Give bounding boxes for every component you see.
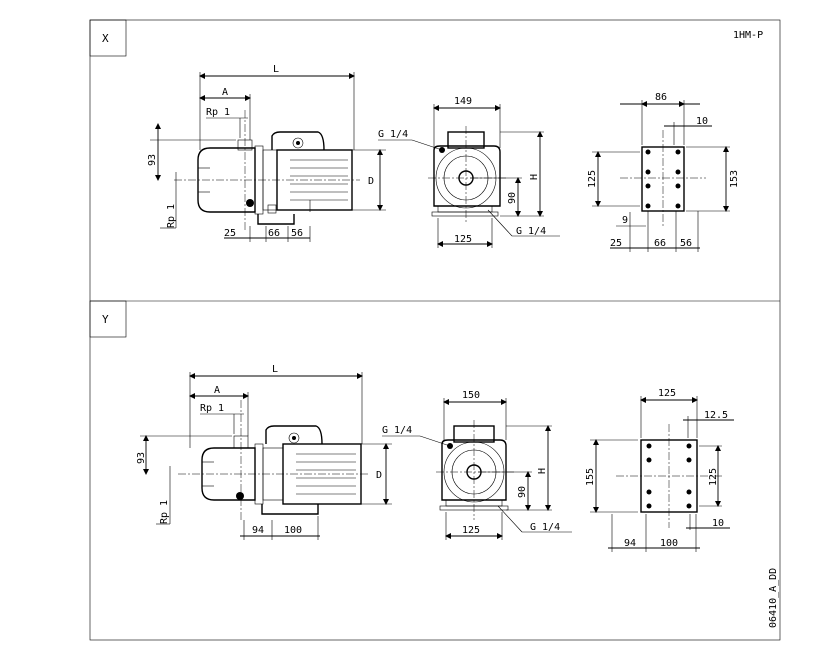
x-dim-A: A	[222, 87, 228, 98]
x-dim-90: 90	[507, 192, 518, 204]
x-dim-H: H	[529, 174, 540, 180]
y-dim-94: 94	[252, 525, 264, 536]
x-front-view	[428, 126, 506, 224]
y-dim-p10: 10	[712, 518, 724, 529]
y-label-g-top: G 1/4	[382, 425, 412, 436]
y-dim-p125: 125	[658, 388, 676, 399]
x-dim-9: 9	[622, 215, 628, 226]
x-label-g-top: G 1/4	[378, 129, 408, 140]
x-plan-view	[620, 130, 706, 226]
y-dim-H: H	[537, 468, 548, 474]
x-dim-p25: 25	[610, 238, 622, 249]
y-dim-h125: 125	[708, 468, 719, 486]
y-dim-p100: 100	[660, 538, 678, 549]
x-label-rp-left: Rp 1	[166, 204, 177, 228]
x-side-view	[174, 110, 360, 232]
y-label-rp-top: Rp 1	[200, 403, 224, 414]
y-dim-p94: 94	[624, 538, 636, 549]
x-dim-66: 66	[268, 228, 280, 239]
x-dim-10: 10	[696, 116, 708, 127]
y-dim-90: 90	[517, 486, 528, 498]
y-front-dims	[382, 398, 572, 540]
y-front-view	[436, 420, 514, 520]
x-label-g-bot: G 1/4	[516, 226, 546, 237]
y-dim-A: A	[214, 385, 220, 396]
y-label-rp-left: Rp 1	[159, 500, 170, 524]
y-side-dims	[140, 372, 392, 540]
x-dim-h125: 125	[587, 170, 598, 188]
y-dim-h155: 155	[585, 468, 596, 486]
x-dim-149: 149	[454, 96, 472, 107]
panel-y-tag: Y	[102, 313, 109, 326]
x-dim-25: 25	[224, 228, 236, 239]
y-dim-150: 150	[462, 390, 480, 401]
y-dim-125: 125	[462, 525, 480, 536]
x-dim-h153: 153	[729, 170, 740, 188]
x-side-dims	[150, 72, 386, 242]
x-dim-D: D	[368, 176, 374, 187]
y-label-g-bot: G 1/4	[530, 522, 560, 533]
y-dim-D: D	[376, 470, 382, 481]
y-dim-100: 100	[284, 525, 302, 536]
panel-x-tag: X	[102, 32, 109, 45]
x-dim-L: L	[273, 64, 279, 75]
x-dim-125: 125	[454, 234, 472, 245]
x-front-dims	[378, 104, 560, 248]
series-label: 1HM-P	[733, 30, 763, 41]
y-side-view	[178, 400, 368, 520]
x-dim-56: 56	[291, 228, 303, 239]
x-dim-93: 93	[147, 154, 158, 166]
y-dim-L: L	[272, 364, 278, 375]
x-plan-dims	[592, 100, 730, 252]
y-plan-view	[616, 424, 722, 528]
y-plan-dims	[590, 396, 734, 552]
y-dim-12-5: 12.5	[704, 410, 728, 421]
frame	[89, 19, 781, 641]
y-dim-93: 93	[136, 452, 147, 464]
x-label-rp-top: Rp 1	[206, 107, 230, 118]
x-dim-p66: 66	[654, 238, 666, 249]
x-dim-p56: 56	[680, 238, 692, 249]
drawing-code: 06410_A_DD	[768, 568, 779, 628]
x-dim-86: 86	[655, 92, 667, 103]
